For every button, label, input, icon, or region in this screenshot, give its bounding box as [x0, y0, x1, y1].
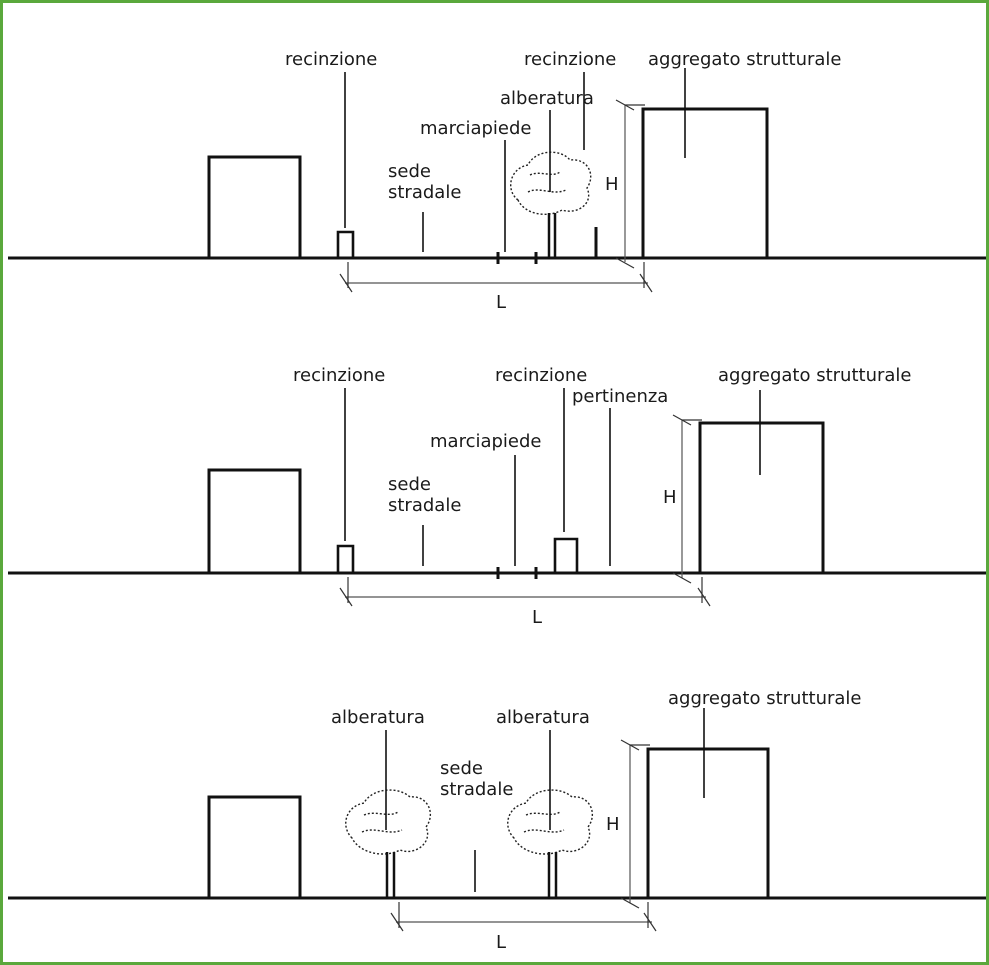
label-aggregato-3: aggregato strutturale — [668, 688, 861, 709]
section-1: recinzione recinzione aggregato struttur… — [8, 49, 986, 313]
label-H-1: H — [605, 174, 619, 195]
label-recinzione-1a: recinzione — [285, 49, 377, 70]
tree-3a — [345, 789, 431, 898]
label-aggregato-2: aggregato strutturale — [718, 365, 911, 386]
label-alberatura-3b: alberatura — [496, 707, 590, 728]
label-pertinenza-2: pertinenza — [572, 386, 668, 407]
structural-aggregate-3 — [646, 747, 770, 898]
label-alberatura-3a: alberatura — [331, 707, 425, 728]
label-sede-2: sede — [388, 474, 431, 495]
left-building-1 — [207, 155, 302, 258]
label-L-1: L — [496, 292, 506, 313]
fence-post-2a — [336, 544, 355, 573]
section-2: recinzione recinzione aggregato struttur… — [8, 365, 986, 628]
tree-3b — [507, 789, 593, 898]
label-sede-3: sede — [440, 758, 483, 779]
label-marciapiede-1: marciapiede — [420, 118, 532, 139]
label-sede-1: sede — [388, 161, 431, 182]
tree-1 — [510, 151, 592, 258]
label-marciapiede-2: marciapiede — [430, 431, 542, 452]
section-3: alberatura alberatura aggregato struttur… — [8, 688, 986, 953]
structural-aggregate-1 — [641, 107, 769, 258]
label-stradale-2: stradale — [388, 495, 461, 516]
label-alberatura-1: alberatura — [500, 88, 594, 109]
label-H-2: H — [663, 487, 677, 508]
fence-post-1 — [336, 230, 355, 258]
left-building-2 — [207, 468, 302, 573]
label-L-3: L — [496, 932, 506, 953]
fence-post-2b — [553, 537, 579, 573]
structural-aggregate-2 — [698, 421, 825, 573]
label-recinzione-1b: recinzione — [524, 49, 616, 70]
label-L-2: L — [532, 607, 542, 628]
label-stradale-1: stradale — [388, 182, 461, 203]
label-aggregato-1: aggregato strutturale — [648, 49, 841, 70]
label-stradale-3: stradale — [440, 779, 513, 800]
label-recinzione-2a: recinzione — [293, 365, 385, 386]
left-building-3 — [207, 795, 302, 898]
label-H-3: H — [606, 814, 620, 835]
label-recinzione-2b: recinzione — [495, 365, 587, 386]
